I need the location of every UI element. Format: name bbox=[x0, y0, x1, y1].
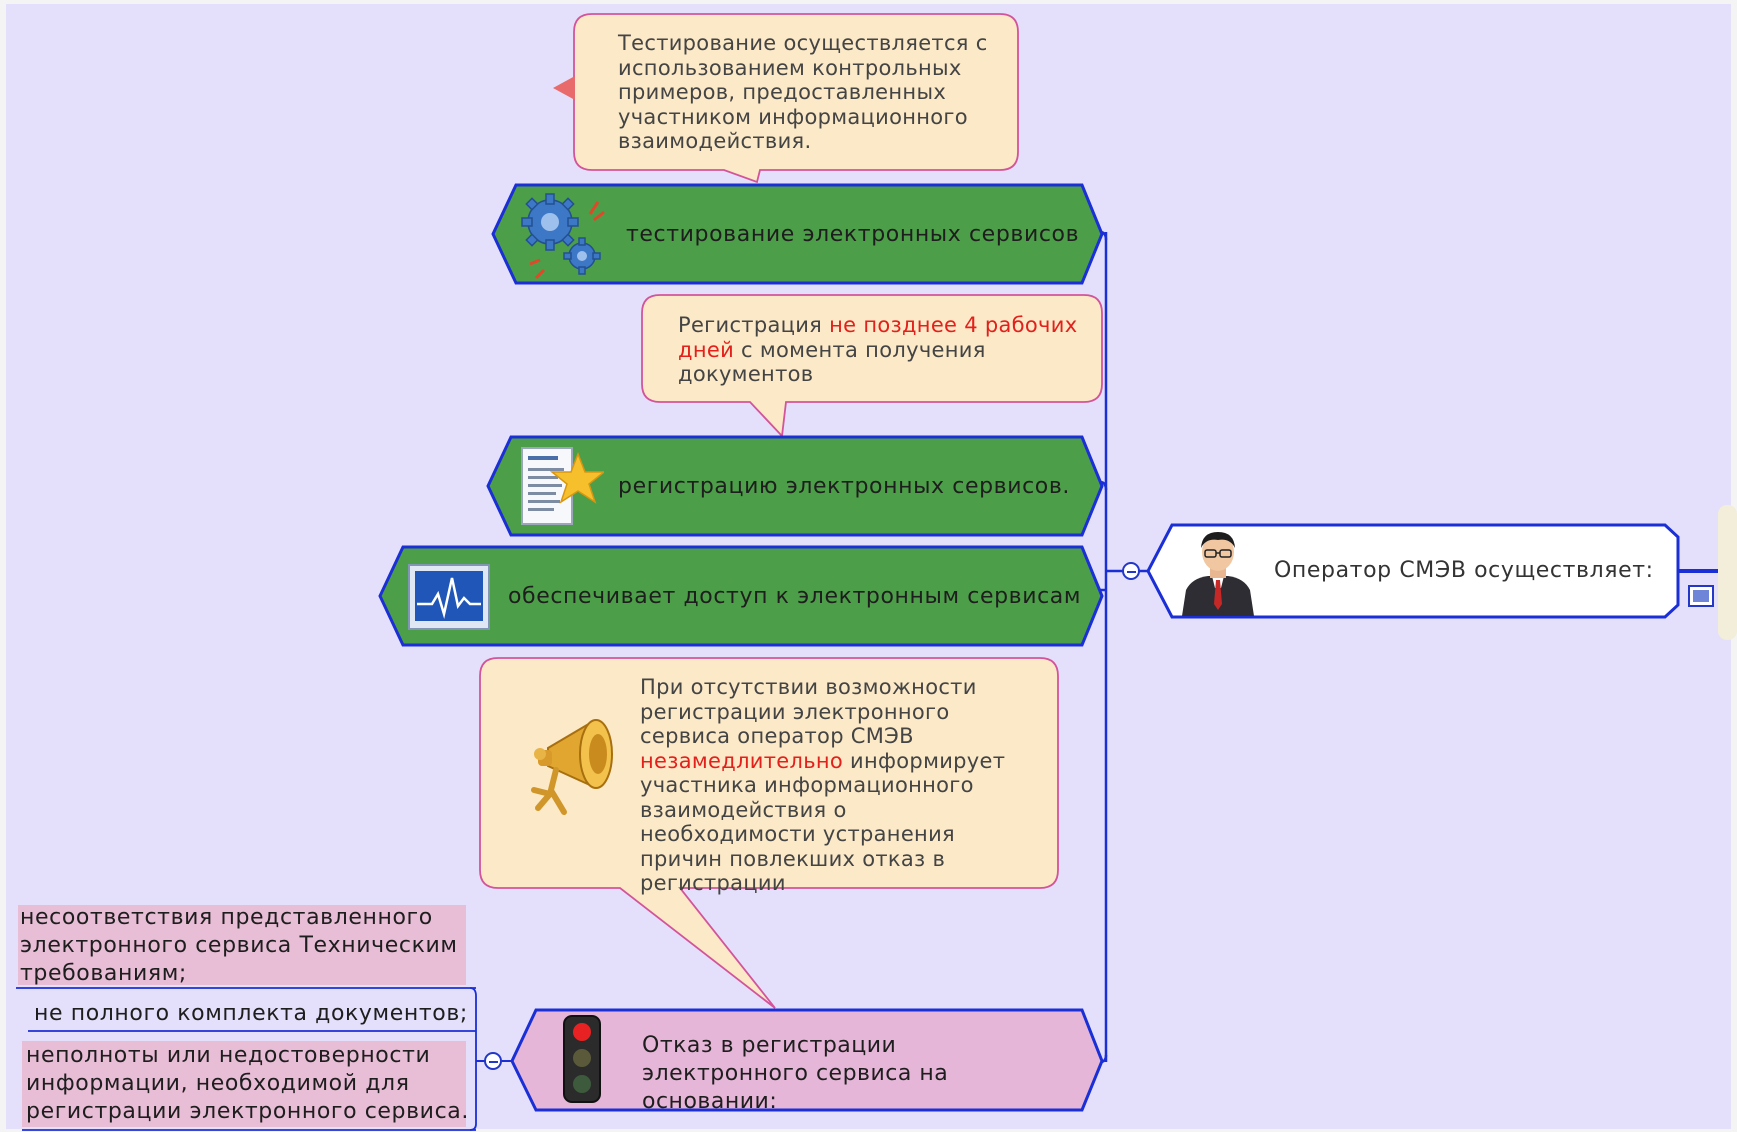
note-icon[interactable] bbox=[1688, 585, 1714, 607]
reason-item-2[interactable]: не полного комплекта документов; bbox=[34, 1001, 468, 1026]
callout-text-registration: Регистрация не позднее 4 рабочих дней с … bbox=[678, 313, 1078, 387]
callout-refusal-highlight: незамедлительно bbox=[640, 748, 844, 773]
businessman-icon bbox=[1182, 532, 1254, 616]
callout-shape-registration bbox=[641, 294, 1103, 439]
gears-icon bbox=[521, 193, 605, 280]
topic-shape-access bbox=[378, 545, 1104, 647]
topic-testing-label[interactable]: тестирование электронных сервисов bbox=[626, 222, 1080, 247]
reason-highlight-1 bbox=[18, 905, 466, 985]
callout-refusal-part: При отсутствии возможности регистрации э… bbox=[640, 675, 977, 748]
topic-shape-testing bbox=[491, 183, 1104, 285]
traffic-light-icon bbox=[563, 1015, 601, 1103]
side-panel-edge bbox=[1718, 505, 1737, 640]
callout-pointer-marker bbox=[553, 76, 575, 100]
topic-registration-label[interactable]: регистрацию электронных сервисов. bbox=[618, 474, 1071, 499]
callout-shape-testing bbox=[573, 13, 1019, 184]
monitor-pulse-icon bbox=[408, 564, 490, 630]
callout-text-testing: Тестирование осуществляется с использова… bbox=[618, 31, 988, 153]
topic-shape-registration bbox=[486, 435, 1104, 537]
callout-registration-highlight: не позднее 4 рабочих дней bbox=[678, 313, 1078, 362]
reason-highlight-3 bbox=[22, 1041, 466, 1127]
reason-item-3[interactable]: неполноты или недостоверности информации… bbox=[26, 1043, 469, 1124]
topic-refusal-label[interactable]: Отказ в регистрации электронного сервиса… bbox=[642, 1033, 949, 1114]
megaphone-icon bbox=[531, 719, 613, 815]
callout-shape-refusal bbox=[479, 657, 1059, 1009]
callout-registration-part: Регистрация bbox=[678, 313, 830, 337]
callout-text-refusal: При отсутствии возможности регистрации э… bbox=[640, 675, 1015, 896]
topic-access-label[interactable]: обеспечивает доступ к электронным сервис… bbox=[508, 584, 1082, 609]
root-label[interactable]: Оператор СМЭВ осуществляет: bbox=[1274, 558, 1654, 583]
collapse-toggle-root[interactable] bbox=[1122, 562, 1140, 580]
reason-item-1[interactable]: несоответствия представленного электронн… bbox=[20, 905, 458, 986]
collapse-toggle-refusal[interactable] bbox=[484, 1052, 502, 1070]
root-node-shape bbox=[1146, 523, 1680, 619]
callout-refusal-part-2: информирует участника информационного вз… bbox=[640, 748, 1006, 896]
callout-registration-part-2: с момента получения документов bbox=[678, 337, 986, 387]
document-star-icon bbox=[521, 447, 604, 525]
